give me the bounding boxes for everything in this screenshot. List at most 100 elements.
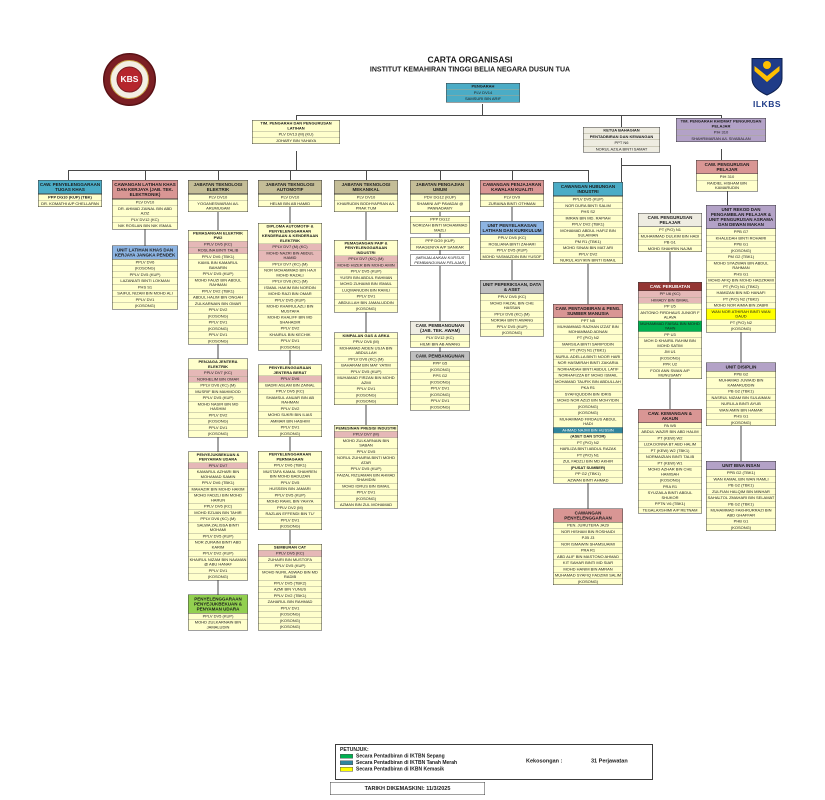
connector-line [440,170,441,181]
org-row: PPP DG10 (KUP) (TBK) [48,195,92,200]
org-row: ISMAIL HAKIM BIN NORDIN [258,284,322,290]
org-row: PPLV DV2 (TBK1) [188,287,248,294]
org-row: PPLV DV6 (KC) (M) [258,278,322,284]
org-box-caw-pembangunan-awam: CAW. PEMBANGUNAN (JAB. TEK. AWAM)PLV DV1… [410,321,470,348]
org-row: (KOSONG) [188,325,248,331]
legend-label: Secara Pentadbiran di IKTBN Tanah Merah [356,760,458,766]
org-box-header: CAW. PEMBANGUNAN [410,352,470,361]
org-row: PT (P/O) N1 [553,451,623,458]
org-row: PB G2 (TBK1) [706,482,776,488]
org-row: PPLV DV5 (KUP) [188,394,248,401]
org-row: MUHAMMAD FAISAL BIN MOHD YAHN [638,320,702,332]
org-row: MOHD SUKRI BIN ILIAS [258,411,322,418]
org-row: (ASET DAN STOR) [553,433,623,439]
org-row: MUHAMMAD DULKIM BIN HADI [638,232,702,239]
org-row: MOHD RAHIL BIN YAHYA [258,498,322,504]
org-row: PPLV DV1 [188,331,248,338]
org-row: (KOSONG) [638,477,702,483]
org-row: PPLV DV7 (KC) (M) [334,255,398,262]
org-row: PLV DV14 [446,89,520,95]
org-row: PPLV DV1 [334,293,398,299]
org-row: PPLV DV5 (KUP) [258,562,322,569]
org-row: NORIZAH BINTI MOHAMMAD MAZLI [410,222,470,233]
org-row: ZULFIAN HALQIM BIN MINHAR [706,488,776,494]
org-box-unit-rekod-asrama: UNIT REKOD DAN PENGAMBILAN PELAJAR & UNI… [706,205,776,333]
org-row: PPLV DV1 [258,337,322,344]
org-row: YUSRI BIN ABDUL RAHMAN [334,274,398,280]
org-row: (KOSONG) [188,430,248,437]
legend-item: Secara Pentadbiran di IKBN Kemasik [340,767,648,772]
org-row: PPLV DV5 [258,479,322,485]
org-row: MUHAMAD JUWAID BIN KAMARUDDIN [706,377,776,388]
connector-line [145,170,146,181]
org-row: PEMESINAN PRESISI INDUSTRI [335,425,397,431]
org-row: PHS G1 [706,413,776,419]
org-row: MOHD ZULKARNAIN BIN SABAN [334,437,398,448]
org-box-header: CAW. PENGURUSAN PELAJAR [696,160,758,174]
org-row: (KOSONG) [258,343,322,350]
org-row: MARSILA BINTI SARIPODIN [553,340,623,347]
org-row: DR. KOMATHI A/P CHELLAPAN [38,200,102,206]
org-row: PLV DV13 (M) (KU) [252,131,340,137]
org-row: NOR ISMAWIN SHAMSUAIMI [553,540,623,547]
org-row: PT (KEW) W2 [638,434,702,441]
org-row: PM G2 (TBK1) [706,253,776,260]
org-row: PHB G1 [706,518,776,524]
org-row: NORMAIZIAN BINTI TALIB [638,453,702,460]
org-row: PPLV DV5 (KUP) [334,368,398,374]
ilkbs-logo-text: ILKBS [753,99,781,110]
org-column-khidmat-pengurusan-kanan: UNIT REKOD DAN PENGAMBILAN PELAJAR & UNI… [706,205,776,531]
org-row: PENGARAH [471,84,495,89]
connector-line [218,170,219,181]
org-row: PPLV DV1 [334,385,398,392]
org-row: ZUL FADZLI BIN MD AKHIR [553,458,623,464]
org-column-tim-pengarah-kanan: TIM. PENGARAH KHIDMAT PENGURUSAN PELAJAR… [676,118,766,142]
org-row: PKA R1 [553,384,623,391]
org-row: PPLV DV6 (TBK1) [188,479,248,486]
org-box-automotif-header: JABATAN TEKNOLOGI AUTOMOTIF [258,180,322,194]
org-row: PEN. JURUTERA JA29 [567,523,609,528]
org-row: PRA R1 [553,547,623,553]
org-row: NORHAFIZZA BT MOHD ISMAIL [553,372,623,378]
connector-line [670,165,671,214]
org-row: PB G2 (TBK1) [706,500,776,507]
org-row: (KOSONG) [188,418,248,424]
org-row: NURUL ASYIKIN BINTI ISMAIL [553,257,623,263]
org-row: MOHD AZHAR BIN CHE HAMISAH [638,466,702,477]
org-row: MOHD NOR AIMIA BIN ZABRI [706,302,776,308]
org-row: PPLV DV5 (KUP) [334,465,398,472]
org-row: PJB J3 [553,534,623,541]
org-row: MUSTAFA KAMAL SHAHREN BIN MOHD BADUZAN [258,468,322,479]
org-row: SAIFUL NIZAM BIN MOHD ALI [112,290,178,296]
org-row: (MENJALANKAN KURSUS PEMBANGUNAN PELAJAR) [414,255,466,265]
org-row: (KOSONG) [706,524,776,530]
legend-color-chip [340,760,353,765]
connector-line [296,115,297,121]
org-box-hubungan-industri-header: CAWANGAN HUBUNGAN INDUSTRI [553,182,623,196]
org-box-header: CAW. PERUBATAN [638,282,702,291]
org-row: NORUL ZUHAIRIA BINTI MOHD ATAR [334,454,398,466]
org-row: PPLV DV2 (TBK1) [258,592,322,598]
org-row: TIM. PENGARAH DAN PENGURUSAN LATIHAN [260,121,332,131]
org-row: PP U5 [638,303,702,309]
org-row: ANTONIO FIRDHAUS JUNIOR F ALAVA [638,309,702,320]
org-row: PPB G2 (TBK1) [726,470,756,476]
org-box-header: CAWANGAN LATIHAN KHAS DAN KERJAYA (JAB. … [112,180,178,199]
org-row: (KOSONG) [410,403,470,410]
org-row: MUHAMAD FIRZAN BIN MOHD AZMI [334,374,398,386]
org-row: PPLV DV7 (KC) [188,369,248,376]
org-row: PPLV DV6 (KC) [497,294,527,300]
org-row: PPLV DV7 (KC) (M) [258,260,322,267]
org-row: NURUL ADELLA BINTI NOOR HARI [553,353,623,359]
org-row: HELMI BIN AB HAMID [258,200,322,206]
org-row: PPLV DV1 [410,385,470,391]
org-row: TEGALAXSHIMI A/P RETNAM [638,506,702,513]
